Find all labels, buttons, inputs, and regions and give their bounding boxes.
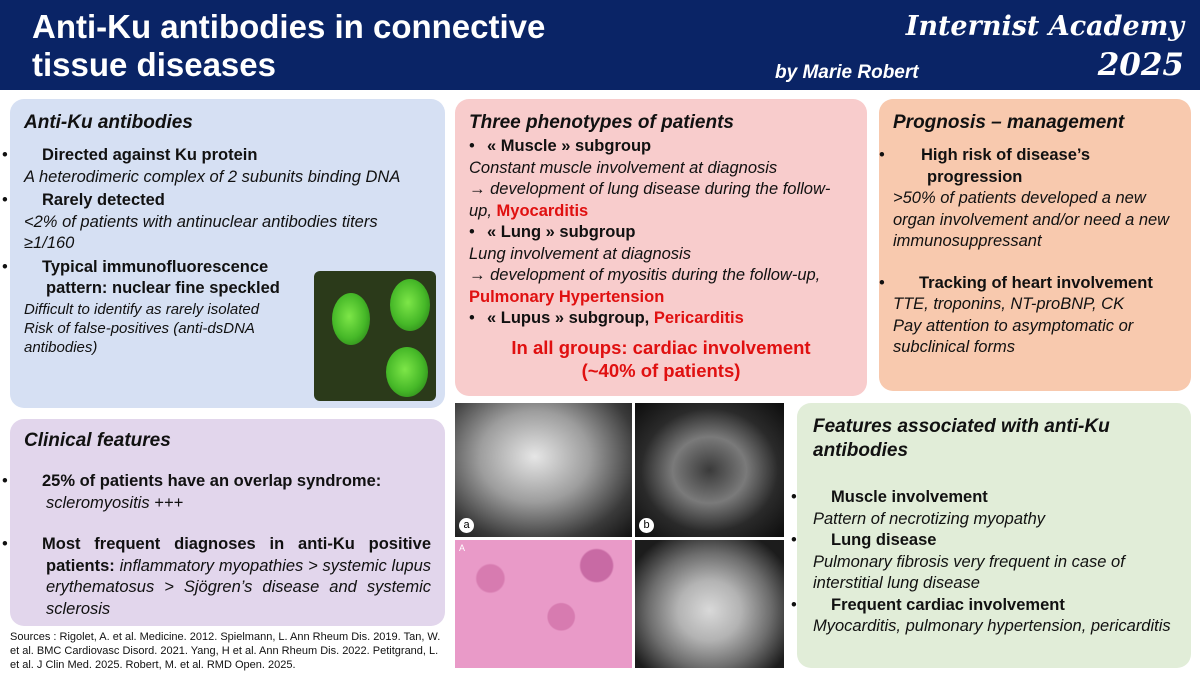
clinical-list: 25% of patients have an overlap syndrome… xyxy=(24,471,431,620)
prognosis-bullet-1: High risk of disease’s progression xyxy=(893,145,1177,188)
lung-text-1: Lung involvement at diagnosis xyxy=(469,244,691,263)
nucleus-shape xyxy=(332,293,370,345)
prognosis-bullet-2-text-2: Pay attention to asymptomatic or subclin… xyxy=(893,316,1134,357)
header-banner: Anti-Ku antibodies in connective tissue … xyxy=(0,0,1200,90)
features-bullet-3: Frequent cardiac involvement xyxy=(813,595,1175,617)
lung-ct-image xyxy=(635,540,784,668)
prognosis-section: Prognosis – management High risk of dise… xyxy=(879,99,1191,391)
phenotypes-summary: In all groups: cardiac involvement(~40% … xyxy=(511,336,811,381)
anti-ku-bullet-3: Typical immunofluorescence pattern: nucl… xyxy=(24,257,316,300)
anti-ku-bullet-2: Rarely detected xyxy=(24,190,431,212)
anti-ku-list: Directed against Ku protein A heterodime… xyxy=(24,145,431,357)
arrow-right-icon: → xyxy=(469,180,491,198)
prognosis-bullet-2-text-1: TTE, troponins, NT-proBNP, CK xyxy=(893,295,1125,313)
features-list: Muscle involvement Pattern of necrotizin… xyxy=(813,487,1175,638)
nucleus-shape xyxy=(390,279,430,331)
clinical-features-section: Clinical features 25% of patients have a… xyxy=(10,419,445,626)
anti-ku-heading: Anti-Ku antibodies xyxy=(24,112,193,133)
sources-footnote: Sources : Rigolet, A. et al. Medicine. 2… xyxy=(10,631,441,671)
academy-name: Internist Academy xyxy=(905,11,1184,42)
muscle-text-2: → development of lung disease during the… xyxy=(469,180,831,220)
features-bullet-2: Lung disease xyxy=(813,530,1175,552)
lung-subgroup: « Lung » subgroup xyxy=(469,222,853,244)
anti-ku-bullet-1-text: A heterodimeric complex of 2 subunits bi… xyxy=(24,167,401,186)
cardiac-mri-image-a: a xyxy=(455,403,632,537)
phenotypes-heading: Three phenotypes of patients xyxy=(469,112,734,133)
features-section: Features associated with anti-Ku antibod… xyxy=(797,403,1191,668)
clinical-bullet-2: Most frequent diagnoses in anti-Ku posit… xyxy=(24,534,431,620)
lupus-subgroup: « Lupus » subgroup, Pericarditis xyxy=(469,308,853,330)
arrow-right-icon: → xyxy=(469,266,491,284)
prognosis-list: High risk of disease’s progression >50% … xyxy=(893,145,1177,359)
features-bullet-1: Muscle involvement xyxy=(813,487,1175,509)
lung-text-2: → development of myositis during the fol… xyxy=(469,266,821,306)
author-name: by Marie Robert xyxy=(775,62,919,83)
clinical-heading: Clinical features xyxy=(24,430,171,451)
clinical-bullet-1: 25% of patients have an overlap syndrome… xyxy=(24,471,431,493)
anti-ku-bullet-3-text-2: Risk of false-positives (anti-dsDNA anti… xyxy=(24,319,255,356)
prognosis-bullet-2: Tracking of heart involvement xyxy=(893,273,1177,295)
features-bullet-2-text: Pulmonary fibrosis very frequent in case… xyxy=(813,552,1125,593)
image-label-a: a xyxy=(459,518,474,533)
muscle-text-1: Constant muscle involvement at diagnosis xyxy=(469,158,778,177)
muscle-histology-image: A xyxy=(455,540,632,668)
anti-ku-bullet-1: Directed against Ku protein xyxy=(24,145,431,167)
features-heading: Features associated with anti-Ku antibod… xyxy=(813,416,1110,461)
phenotypes-list: « Muscle » subgroup Constant muscle invo… xyxy=(469,136,853,382)
phenotypes-section: Three phenotypes of patients « Muscle » … xyxy=(455,99,867,396)
anti-ku-bullet-3-text-1: Difficult to identify as rarely isolated xyxy=(24,300,260,318)
image-label-histology: A xyxy=(459,543,466,553)
academy-year: 2025 xyxy=(1097,47,1184,83)
page-title: Anti-Ku antibodies in connective tissue … xyxy=(32,8,546,83)
features-bullet-3-text: Myocarditis, pulmonary hypertension, per… xyxy=(813,617,1171,635)
nucleus-shape xyxy=(386,347,428,397)
prognosis-heading: Prognosis – management xyxy=(893,112,1125,133)
cardiac-mri-image-b: b xyxy=(635,403,784,537)
anti-ku-section: Anti-Ku antibodies Directed against Ku p… xyxy=(10,99,445,408)
features-bullet-1-text: Pattern of necrotizing myopathy xyxy=(813,509,1046,528)
muscle-subgroup: « Muscle » subgroup xyxy=(469,136,853,158)
clinical-bullet-1-text: scleromyositis +++ xyxy=(46,493,184,512)
anti-ku-bullet-2-text: <2% of patients with antinuclear antibod… xyxy=(24,212,378,253)
prognosis-bullet-1-text: >50% of patients developed a new organ i… xyxy=(893,189,1170,250)
academy-logo: Internist Academy 2025 xyxy=(906,8,1184,84)
immunofluorescence-image xyxy=(314,271,436,401)
image-label-b: b xyxy=(639,518,654,533)
